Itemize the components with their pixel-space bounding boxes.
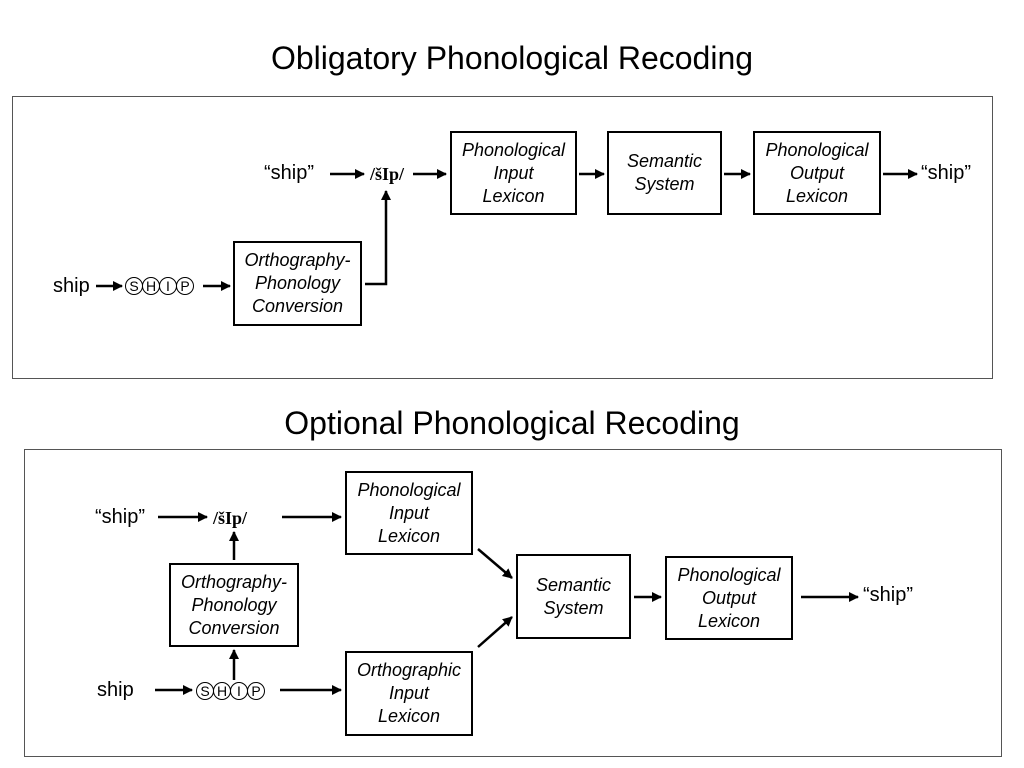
obligatory-written-input: ship: [53, 275, 90, 297]
optional-spoken-output: “ship”: [863, 584, 914, 606]
arrow-pil-to-sem-bottom: [477, 548, 513, 579]
letter-circle: S: [125, 277, 143, 295]
optional-phonological-form: /šIp/: [213, 508, 248, 528]
obligatory-title: Obligatory Phonological Recoding: [270, 40, 754, 76]
arrow-oil-to-sem-bottom: [477, 616, 513, 648]
optional-letter-circles: S H I P: [196, 682, 265, 700]
optional-written-input: ship: [97, 679, 134, 701]
optional-panel: [24, 449, 1002, 757]
optional-title: Optional Phonological Recoding: [284, 405, 740, 441]
obligatory-spoken-output: “ship”: [921, 162, 972, 184]
obligatory-phonological-form: /šIp/: [370, 164, 405, 184]
obligatory-spoken-input: “ship”: [264, 162, 315, 184]
arrow-opc-to-phon-top: [365, 190, 391, 286]
letter-circle: P: [247, 682, 265, 700]
letter-circle: P: [176, 277, 194, 295]
optional-spoken-input: “ship”: [95, 506, 146, 528]
obligatory-letter-circles: S H I P: [125, 277, 194, 295]
obligatory-panel: [12, 96, 993, 379]
